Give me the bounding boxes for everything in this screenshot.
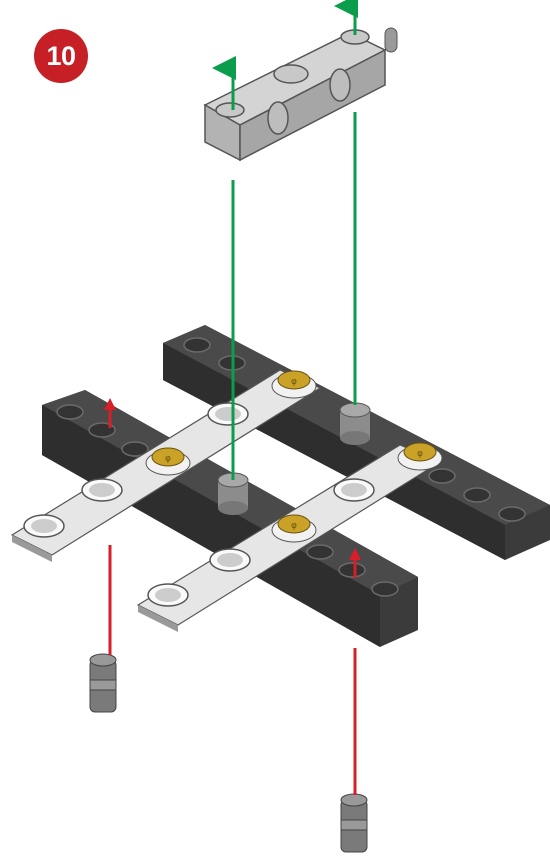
svg-text:φ: φ xyxy=(291,377,297,387)
pin-left xyxy=(89,653,117,713)
green-guide-lines xyxy=(212,0,358,480)
gear-studs: φ φ φ φ xyxy=(145,370,443,543)
step-number-badge: 10 xyxy=(34,29,88,83)
red-arrow-heads xyxy=(104,398,361,560)
svg-text:φ: φ xyxy=(291,521,297,531)
svg-text:φ: φ xyxy=(165,454,171,464)
top-connector-block xyxy=(203,27,398,162)
pin-right xyxy=(340,793,368,853)
svg-text:φ: φ xyxy=(417,449,423,459)
